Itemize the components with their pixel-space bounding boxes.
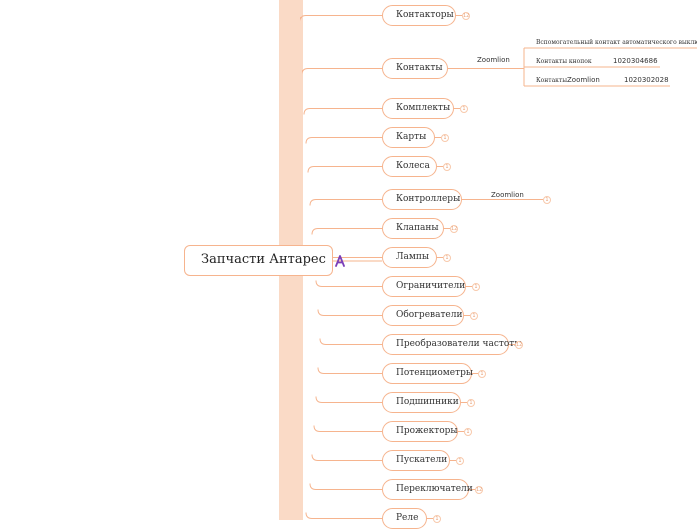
branch-node[interactable]: Клапаны	[382, 218, 444, 239]
branch-connector-line	[307, 166, 382, 173]
collapse-count-icon[interactable]: 1	[472, 282, 480, 291]
branch-connector-line	[317, 367, 382, 374]
collapse-count-icon[interactable]: 12	[450, 224, 458, 233]
branch-connector-line	[303, 108, 382, 115]
branch-node[interactable]: Контроллеры	[382, 189, 462, 210]
branch-connector-line	[301, 68, 382, 75]
branch-node[interactable]: Комплекты	[382, 98, 454, 119]
branch-node[interactable]: Преобразователи частоты	[382, 334, 521, 355]
leaf-label[interactable]: Вспомогательный контакт автоматического …	[536, 39, 697, 46]
branch-node[interactable]: Карты	[382, 127, 435, 148]
branch-connector-line	[317, 309, 382, 316]
branch-connector-line	[311, 454, 382, 461]
branch-connector-line	[309, 199, 382, 206]
root-node[interactable]: Запчасти Антарес	[184, 245, 333, 276]
branch-node[interactable]: Переключатели	[382, 479, 473, 500]
collapse-count-icon[interactable]: 1	[443, 162, 451, 171]
ai-sparkle-icon[interactable]	[334, 255, 346, 267]
branch-node[interactable]: Прожекторы	[382, 421, 458, 442]
branch-node[interactable]: Контакторы	[382, 5, 456, 26]
collapse-count-icon[interactable]: 1	[456, 456, 464, 465]
collapse-count-icon[interactable]: 1	[460, 104, 468, 113]
collapse-count-icon[interactable]: 1	[467, 398, 475, 407]
collapse-count-icon[interactable]: 12	[515, 340, 523, 349]
collapse-count-icon[interactable]: 1	[470, 311, 478, 320]
collapse-count-icon[interactable]: 12	[475, 485, 483, 494]
branch-node[interactable]: Лампы	[382, 247, 437, 268]
leaf-brand: Zoomlion	[567, 76, 600, 84]
collapse-count-icon[interactable]: 1	[543, 195, 551, 204]
branch-connector-line	[319, 338, 382, 345]
branch-connector-line	[299, 15, 382, 22]
collapse-count-icon[interactable]: 1	[441, 133, 449, 142]
collapse-count-icon[interactable]: 1	[433, 514, 441, 523]
leaf-label[interactable]: Контакты	[536, 77, 567, 84]
branch-node[interactable]: Подшипники	[382, 392, 461, 413]
branch-node[interactable]: Пускатели	[382, 450, 450, 471]
part-number: 1020304686	[613, 57, 658, 65]
branch-connector-line	[315, 396, 382, 403]
branch-node[interactable]: Обогреватели	[382, 305, 464, 326]
collapse-count-icon[interactable]: 1	[443, 253, 451, 262]
branch-node[interactable]: Колеса	[382, 156, 437, 177]
branch-connector-line	[311, 228, 382, 235]
branch-node[interactable]: Потенциометры	[382, 363, 473, 384]
part-number: 1020302028	[624, 76, 669, 84]
branch-connector-line	[315, 280, 382, 287]
branch-connector-line	[313, 425, 382, 432]
brand-label: Zoomlion	[477, 56, 510, 64]
branch-connector-line	[305, 512, 382, 519]
branch-node[interactable]: Ограничители	[382, 276, 466, 297]
branch-node[interactable]: Реле	[382, 508, 427, 529]
branch-node[interactable]: Контакты	[382, 58, 448, 79]
collapse-count-icon[interactable]: 1	[478, 369, 486, 378]
leaf-label[interactable]: Контакты кнопок	[536, 58, 592, 65]
collapse-count-icon[interactable]: 12	[462, 11, 470, 20]
branch-connector-line	[309, 483, 382, 490]
brand-label: Zoomlion	[491, 190, 524, 199]
collapse-count-icon[interactable]: 1	[464, 427, 472, 436]
branch-connector-line	[305, 137, 382, 144]
